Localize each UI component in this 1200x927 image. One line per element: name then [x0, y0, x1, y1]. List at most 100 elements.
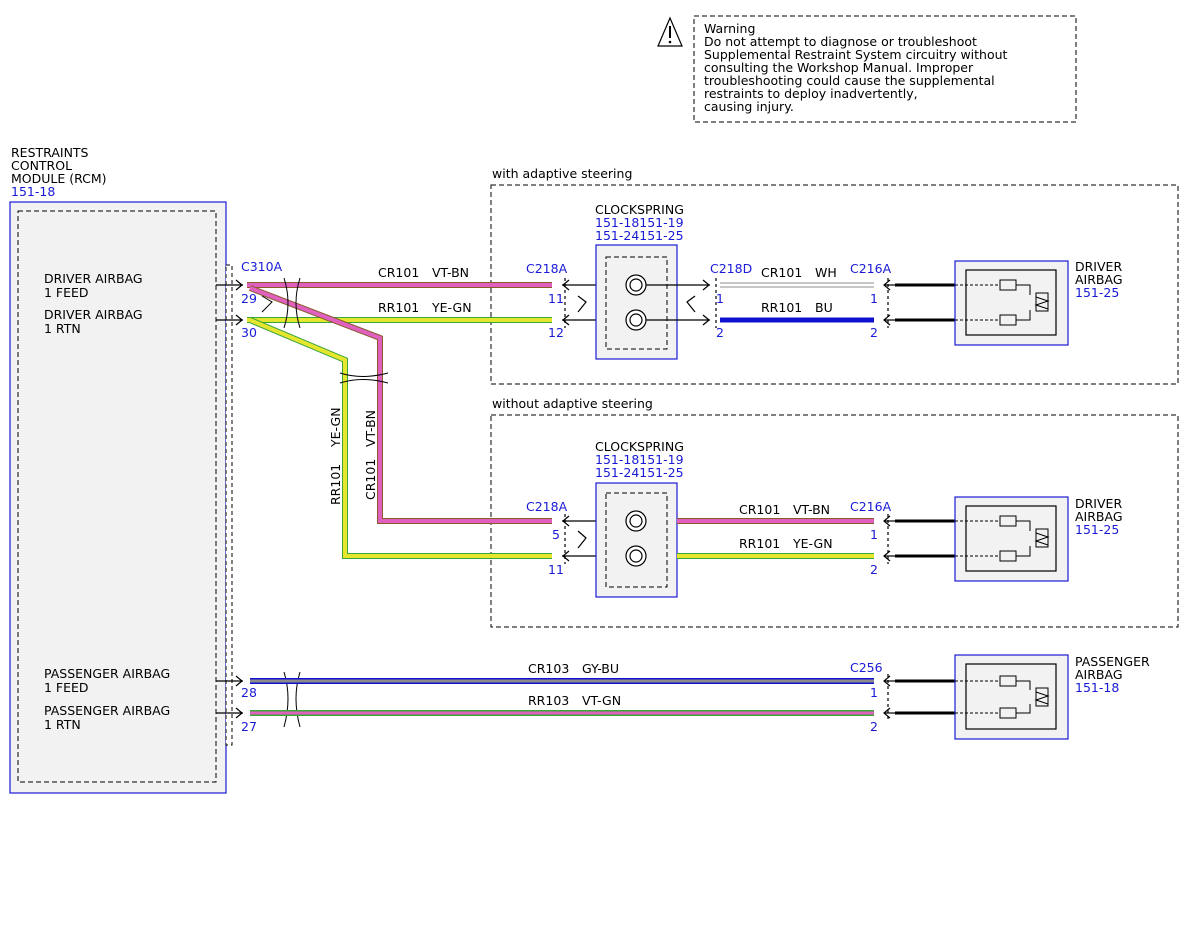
airbag-label: PASSENGER	[1075, 654, 1150, 669]
wire-color-label: VT-GN	[582, 693, 621, 708]
warning-line: restraints to deploy inadvertently,	[704, 86, 918, 101]
airbag-ref[interactable]: 151-25	[1075, 522, 1119, 537]
passenger-airbag: PASSENGER AIRBAG 151-18	[954, 654, 1150, 740]
wire-circuit-label: CR103	[528, 661, 569, 676]
pin-number: 2	[870, 562, 878, 577]
pin-number: 1	[716, 291, 724, 306]
airbag-ref[interactable]: 151-25	[1075, 285, 1119, 300]
connector-c218a-without: C218A 5 11	[526, 499, 596, 577]
connector-c218d: C218D 1 2	[686, 261, 752, 340]
pin-number: 11	[548, 291, 564, 306]
connector-c256: C256 1 2	[850, 660, 955, 734]
clockspring-title: CLOCKSPRING	[595, 202, 684, 217]
wire-color-label: GY-BU	[582, 661, 619, 676]
wire-cr101-without: CR101 VT-BN	[677, 502, 874, 524]
airbag-squib-icon	[955, 675, 1050, 719]
connector-name[interactable]: C216A	[850, 261, 892, 276]
wire-circuit-label: CR101	[378, 265, 419, 280]
pin-number: 1	[870, 291, 878, 306]
wire-color-label: BU	[815, 300, 833, 315]
connector-c216a-without: C216A 1 2	[850, 499, 955, 577]
wire-cr101-with: CR101 VT-BN	[247, 265, 552, 288]
connector-c310a[interactable]: C310A	[241, 259, 283, 274]
wire-circuit-label: RR101	[739, 536, 780, 551]
wire-cr103: CR103 GY-BU	[250, 661, 874, 684]
airbag-label: DRIVER	[1075, 259, 1122, 274]
connector-name[interactable]: C218A	[526, 499, 568, 514]
clockspring-coil-icon	[625, 510, 647, 567]
rcm-title-line: CONTROL	[11, 158, 72, 173]
connector-c218a-with: C218A 11 12	[526, 261, 596, 340]
clockspring-without: CLOCKSPRING 151-18151-19 151-24151-25	[595, 439, 684, 598]
connector-name[interactable]: C216A	[850, 499, 892, 514]
connector-c216a-with: C216A 1 2	[850, 261, 955, 340]
warning-line: Do not attempt to diagnose or troublesho…	[704, 34, 977, 49]
wire-circuit-label: RR101	[378, 300, 419, 315]
wire-color-label: VT-BN	[793, 502, 830, 517]
pin-number: 5	[552, 527, 560, 542]
pin-number: 2	[716, 325, 724, 340]
wire-circuit-label: RR101	[328, 464, 343, 505]
clockspring-coil-icon	[625, 274, 647, 331]
pin-number: 27	[241, 719, 257, 734]
warning-line: consulting the Workshop Manual. Improper	[704, 60, 974, 75]
connector-name[interactable]: C218D	[710, 261, 752, 276]
wire-color-label: YE-GN	[792, 536, 833, 551]
wire-rr101-bu: RR101 BU	[720, 300, 874, 323]
wire-color-label: WH	[815, 265, 837, 280]
airbag-label: DRIVER	[1075, 496, 1122, 511]
warning-notice: Warning Do not attempt to diagnose or tr…	[657, 15, 1077, 123]
clockspring-ref[interactable]: 151-18151-19	[595, 452, 684, 467]
wire-rr101-without: RR101 YE-GN	[677, 536, 874, 559]
warning-title: Warning	[704, 21, 755, 36]
rcm-pin-label: DRIVER AIRBAG	[44, 271, 143, 286]
wire-cr101-branch	[248, 285, 552, 524]
airbag-label: AIRBAG	[1075, 509, 1123, 524]
section-title: without adaptive steering	[492, 396, 653, 411]
rcm-pin-label: PASSENGER AIRBAG	[44, 666, 170, 681]
wire-circuit-label: CR101	[761, 265, 802, 280]
connector-name[interactable]: C218A	[526, 261, 568, 276]
driver-airbag-without: DRIVER AIRBAG 151-25	[954, 496, 1123, 582]
rcm-title-line: RESTRAINTS	[11, 145, 89, 160]
clockspring-title: CLOCKSPRING	[595, 439, 684, 454]
pin-number: 1	[870, 527, 878, 542]
pin-number: 28	[241, 685, 257, 700]
pin-number: 11	[548, 562, 564, 577]
rcm-reference[interactable]: 151-18	[11, 184, 55, 199]
warning-line: Supplemental Restraint System circuitry …	[704, 47, 1008, 62]
airbag-squib-icon	[955, 279, 1050, 326]
clockspring-ref[interactable]: 151-24151-25	[595, 228, 684, 243]
warning-line: troubleshooting could cause the suppleme…	[704, 73, 995, 88]
pin-number: 29	[241, 291, 257, 306]
driver-airbag-with: DRIVER AIRBAG 151-25	[954, 259, 1123, 346]
wire-cr101-wh: CR101 WH	[720, 265, 874, 288]
wire-rr101-branch	[248, 317, 552, 559]
clockspring-ref[interactable]: 151-24151-25	[595, 465, 684, 480]
airbag-squib-icon	[955, 515, 1050, 562]
wire-color-label: VT-BN	[363, 410, 378, 447]
warning-icon	[657, 16, 683, 47]
airbag-label: AIRBAG	[1075, 667, 1123, 682]
wire-circuit-label: CR101	[739, 502, 780, 517]
clockspring-with: CLOCKSPRING 151-18151-19 151-24151-25	[595, 202, 710, 360]
pin-number: 1	[870, 685, 878, 700]
warning-line: causing injury.	[704, 99, 794, 114]
pin-number: 12	[548, 325, 564, 340]
wire-color-label: VT-BN	[432, 265, 469, 280]
clockspring-ref[interactable]: 151-18151-19	[595, 215, 684, 230]
rcm-pin-label: 1 FEED	[44, 680, 89, 695]
pin-number: 30	[241, 325, 257, 340]
wire-color-label: YE-GN	[431, 300, 472, 315]
wire-circuit-label: CR101	[363, 459, 378, 500]
twisted-pair-symbol	[283, 277, 389, 728]
connector-name[interactable]: C256	[850, 660, 883, 675]
rcm-pin-label: DRIVER AIRBAG	[44, 307, 143, 322]
wire-circuit-label: RR101	[761, 300, 802, 315]
pin-number: 2	[870, 325, 878, 340]
pin-number: 2	[870, 719, 878, 734]
wire-circuit-label: RR103	[528, 693, 569, 708]
rcm-pin-label: 1 FEED	[44, 285, 89, 300]
airbag-ref[interactable]: 151-18	[1075, 680, 1119, 695]
